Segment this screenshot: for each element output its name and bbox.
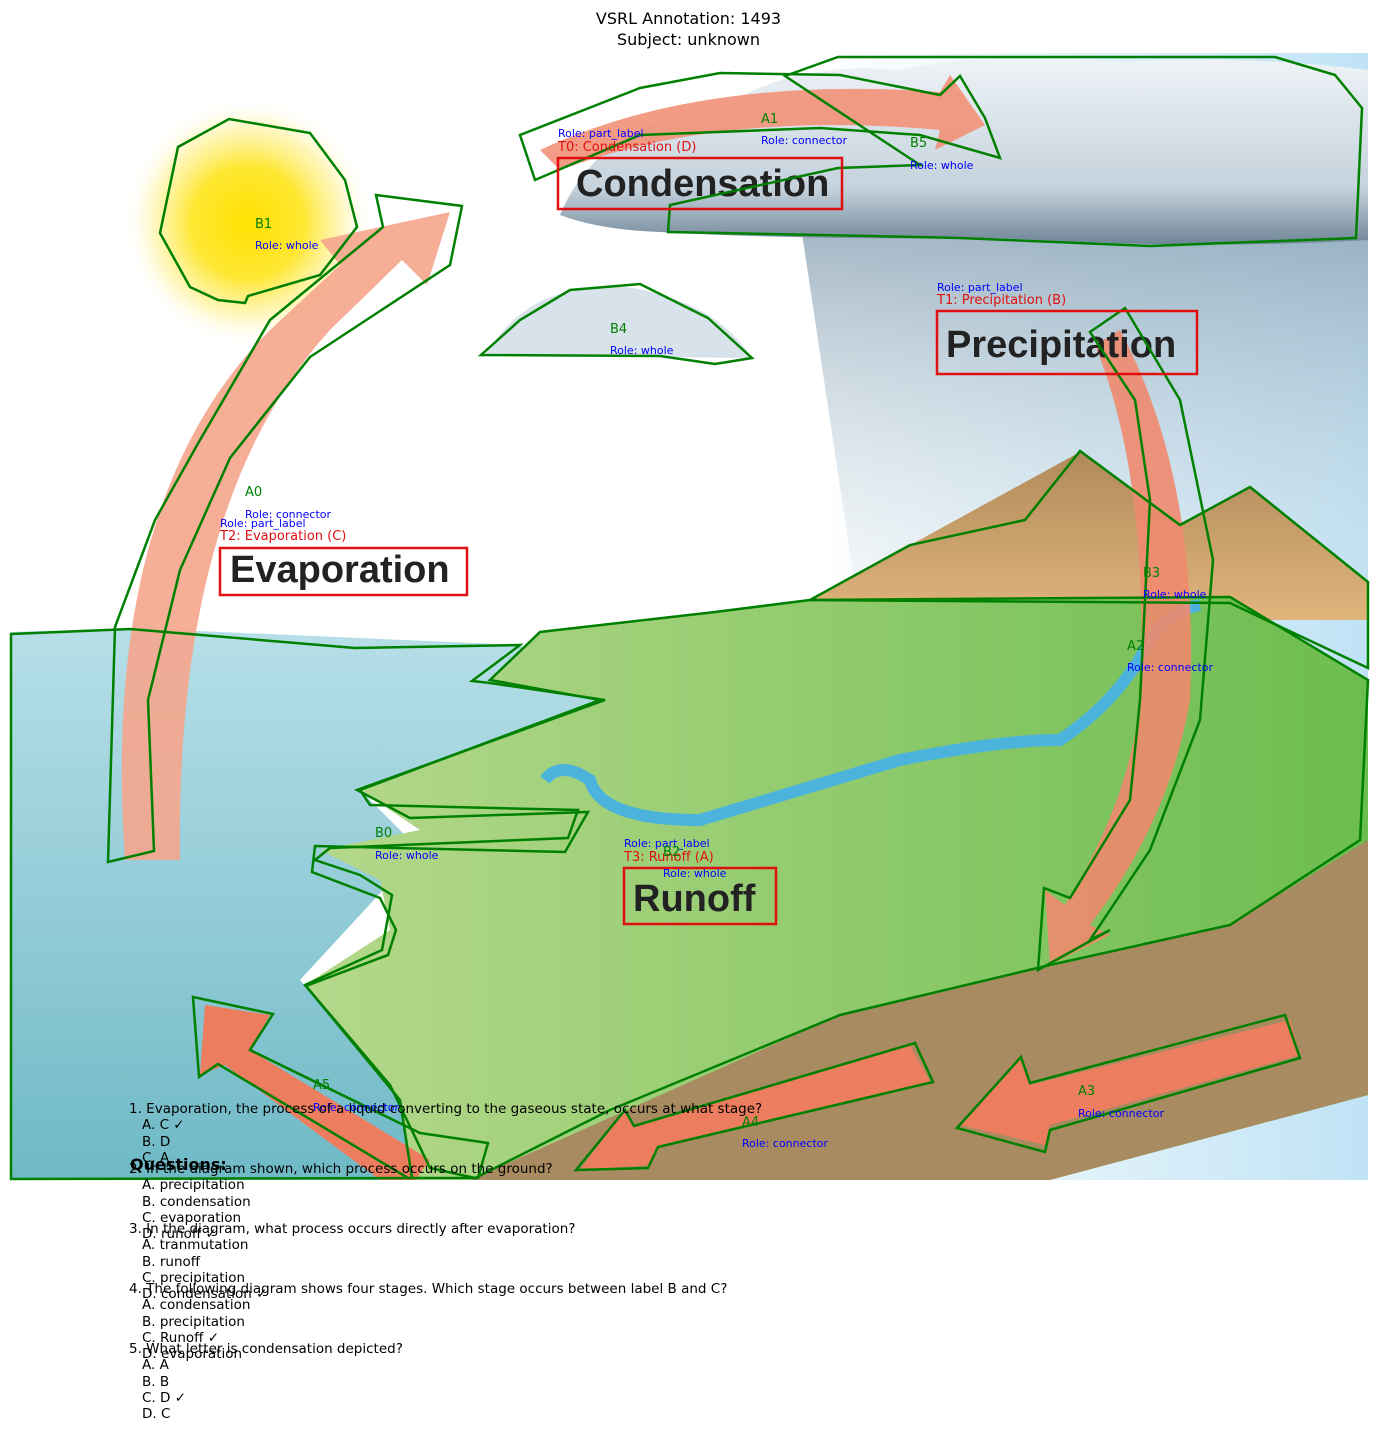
role-T2: Role: part_label — [220, 517, 306, 530]
answer-option: A. C ✓ — [142, 1117, 185, 1134]
annotation-outlines — [9, 55, 1370, 1181]
answer-option: D. condensation ✓ — [142, 1286, 268, 1303]
outline-B4 — [477, 282, 755, 366]
id-B0: B0 — [375, 826, 392, 841]
answer-option: D. C — [142, 1406, 171, 1423]
question-5: 5. What letter is condensation depicted?… — [129, 1341, 403, 1422]
question-text: 5. What letter is condensation depicted? — [129, 1341, 403, 1357]
id-A4: A4 — [742, 1115, 759, 1130]
question-2: 2. In the diagram shown, which process o… — [129, 1161, 553, 1242]
subject-title: Subject: unknown — [617, 30, 760, 49]
role-B0: Role: whole — [375, 849, 439, 862]
precipitation-label: Precipitation — [946, 324, 1176, 366]
answer-option: B. D — [142, 1133, 171, 1150]
answer-option: C. Runoff ✓ — [142, 1329, 220, 1346]
answer-option: C. D ✓ — [142, 1389, 187, 1406]
answer-option: B. precipitation — [142, 1313, 245, 1330]
outline-B0 — [9, 627, 606, 1181]
question-text: 4. The following diagram shows four stag… — [129, 1281, 728, 1297]
answer-option: B. B — [142, 1373, 170, 1390]
answer-option: A. tranmutation — [142, 1237, 249, 1254]
question-text: 3. In the diagram, what process occurs d… — [129, 1221, 576, 1237]
outline-A0 — [106, 193, 464, 864]
role-B2: Role: whole — [663, 867, 727, 880]
role-A1: Role: connector — [761, 134, 847, 147]
outline-A2 — [1036, 306, 1215, 973]
role-A2: Role: connector — [1127, 661, 1213, 674]
outline-B3 — [805, 449, 1370, 670]
caption-T1: T1: Precipitation (B) — [936, 293, 1066, 308]
answer-option: A. A — [142, 1357, 169, 1374]
annotation-title: VSRL Annotation: 1493 — [595, 9, 782, 28]
precipitation-arrow — [1045, 330, 1192, 965]
id-A3: A3 — [1078, 1084, 1095, 1099]
outline-B5 — [666, 55, 1364, 248]
box-T0 — [556, 156, 844, 211]
outline-B1 — [158, 117, 359, 305]
id-A2: A2 — [1127, 639, 1144, 654]
answer-option: D. evaporation — [142, 1346, 243, 1363]
runoff-label: Runoff — [633, 878, 756, 920]
groundwater-arrow-left — [580, 1045, 930, 1170]
answer-option: A. condensation — [142, 1297, 251, 1314]
answer-option: C. A — [142, 1149, 170, 1166]
caption-T0: T0: Condensation (D) — [557, 140, 696, 155]
role-A4: Role: connector — [742, 1137, 828, 1150]
answer-option: B. condensation — [142, 1193, 251, 1210]
id-A0: A0 — [245, 485, 262, 500]
outline-A4 — [573, 1041, 935, 1172]
question-4: 4. The following diagram shows four stag… — [129, 1281, 727, 1362]
answer-option: C. evaporation — [142, 1209, 242, 1226]
id-B1: B1 — [255, 217, 272, 232]
mountains — [810, 452, 1368, 620]
outline-A5 — [191, 995, 490, 1180]
outline-A1 — [518, 71, 1003, 182]
role-B1: Role: whole — [255, 239, 319, 252]
role-A3: Role: connector — [1078, 1107, 1164, 1120]
groundwater-arrow-right — [960, 1020, 1300, 1145]
id-A1: A1 — [761, 112, 778, 127]
id-B5: B5 — [910, 136, 927, 151]
question-1: 1. Evaporation, the process of a liquid … — [129, 1101, 762, 1166]
role-A0: Role: connector — [245, 508, 331, 521]
role-T3: Role: part_label — [624, 837, 710, 850]
role-T1: Role: part_label — [937, 281, 1023, 294]
role-B4: Role: whole — [610, 344, 674, 357]
id-A5: A5 — [313, 1078, 330, 1093]
box-T3 — [622, 866, 778, 926]
role-B5: Role: whole — [910, 159, 974, 172]
role-T0: Role: part_label — [558, 127, 644, 140]
evaporation-arrow — [121, 212, 451, 860]
condensation-arrow — [540, 75, 985, 170]
sun — [123, 97, 373, 347]
answer-option: B. runoff — [142, 1253, 201, 1270]
question-text: 2. In the diagram shown, which process o… — [129, 1161, 553, 1177]
role-B3: Role: whole — [1143, 588, 1207, 601]
caption-T3: T3: Runoff (A) — [623, 850, 714, 865]
outline-A3 — [954, 1013, 1302, 1154]
id-B2: B2 — [663, 845, 680, 860]
evaporation-label: Evaporation — [230, 549, 450, 591]
role-A5: Role: connector — [313, 1101, 399, 1114]
answer-option: C. precipitation — [142, 1269, 246, 1286]
small-cloud — [485, 286, 752, 358]
id-B3: B3 — [1143, 566, 1160, 581]
caption-T2: T2: Evaporation (C) — [219, 529, 346, 544]
box-T1 — [935, 309, 1199, 376]
box-T2 — [218, 546, 469, 597]
outline-B2 — [302, 595, 1370, 1180]
id-B4: B4 — [610, 322, 627, 337]
text-region-boxes — [218, 156, 1199, 926]
questions-header: Questions: — [130, 1155, 227, 1174]
return-arrow — [200, 1005, 430, 1180]
answer-option: A. precipitation — [142, 1177, 245, 1194]
question-3: 3. In the diagram, what process occurs d… — [129, 1221, 575, 1302]
question-text: 1. Evaporation, the process of a liquid … — [129, 1101, 763, 1117]
answer-option: D. runoff ✓ — [142, 1226, 217, 1243]
